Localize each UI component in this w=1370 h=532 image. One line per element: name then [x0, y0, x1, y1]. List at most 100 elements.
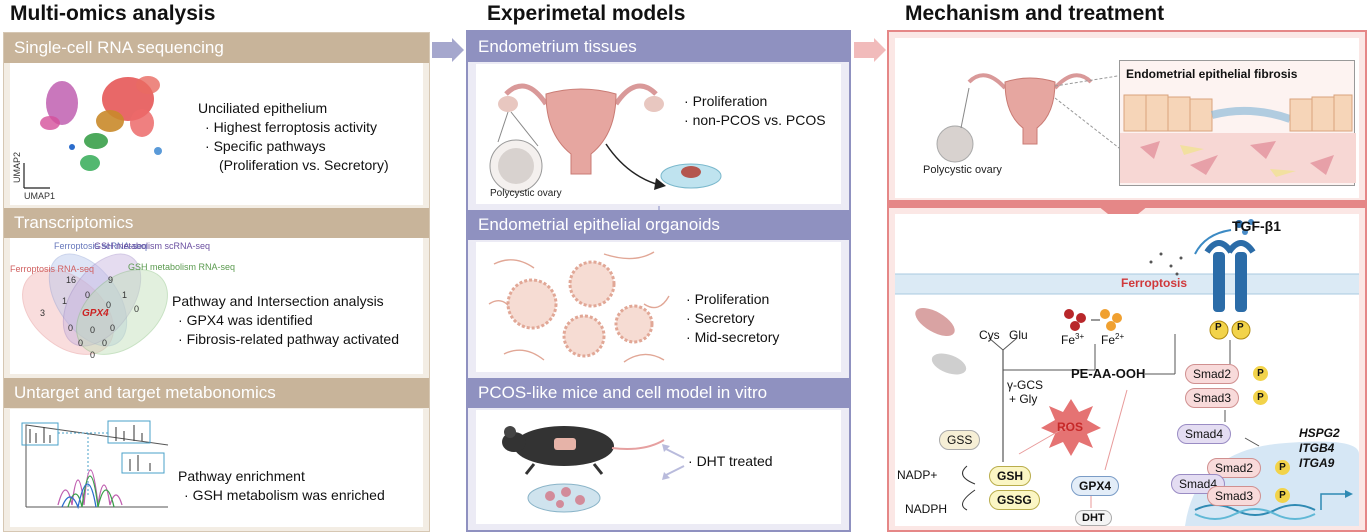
venn-label-gsh-rnaseq: GSH metabolism RNA-seq — [128, 262, 236, 272]
left-column-panel: Single-cell RNA sequencing UMAP2 UMAP1 U… — [3, 32, 430, 532]
glu-label: Glu — [1009, 328, 1028, 342]
nadp-label: NADP+ — [897, 468, 938, 482]
organoids-illustration-icon — [488, 251, 670, 363]
venn-num-11: 0 — [78, 338, 84, 348]
venn-label-ferroptosis-rnaseq: Ferroptosis RNA-seq — [10, 264, 95, 274]
uterus-small-icon — [936, 69, 1156, 177]
venn-num-14: 0 — [90, 325, 96, 335]
fibrosis-card: Polycystic ovary Endometrial epithelial … — [895, 38, 1359, 198]
pe-aa-ooh-label: PE-AA-OOH — [1071, 366, 1146, 381]
fe3-label: Fe3+ — [1061, 332, 1084, 347]
smad2-p-nucleus: P — [1275, 460, 1290, 475]
transcriptomics-bullet-2: Fibrosis-related pathway activated — [178, 330, 399, 349]
transcriptomics-bullet-1: GPX4 was identified — [178, 311, 313, 330]
ms-spectra-plot — [21, 420, 169, 510]
venn-num-4: 1 — [122, 290, 128, 300]
fe3-text: Fe — [1061, 333, 1076, 347]
ferroptosis-label: Ferroptosis — [1121, 276, 1188, 290]
fe2-text: Fe — [1101, 333, 1116, 347]
tgf-beta-label: TGF-β1 — [1232, 218, 1281, 234]
receptor-p2: P — [1237, 322, 1244, 333]
pcos-mice-card: DHT treated — [476, 410, 841, 524]
gamma-gcs-label: γ-GCS — [1007, 378, 1043, 392]
epithelium-cells-icon — [1120, 94, 1356, 183]
arrow-to-middle-icon — [432, 38, 464, 62]
uterus-illustration-icon — [489, 83, 666, 193]
converging-arrows-icon — [662, 444, 685, 480]
petri-dish-icon — [660, 163, 722, 189]
band-pcos-mice: PCOS-like mice and cell model in vitro — [468, 378, 849, 408]
venn-num-8: 0 — [134, 304, 140, 314]
arrow-to-right-icon — [854, 38, 886, 62]
right-divider-band — [889, 200, 1365, 208]
organoids-bullet-2: Secretory — [686, 309, 755, 328]
endometrium-bullet-2: non-PCOS vs. PCOS — [684, 111, 826, 130]
umap-clusters — [40, 76, 162, 171]
venn-num-6: 1 — [62, 296, 68, 306]
column-title-experimental-models: Experimetal models — [487, 2, 686, 25]
venn-center-gpx4: GPX4 — [82, 308, 109, 319]
dht-pill: DHT — [1075, 510, 1112, 526]
venn-num-5: 3 — [40, 308, 46, 318]
fe2-label: Fe2+ — [1101, 332, 1124, 347]
venn-num-7: 0 — [106, 300, 112, 310]
gssg-pill: GSSG — [989, 490, 1040, 510]
gss-pill: GSS — [939, 430, 981, 450]
smad3-pill-nucleus: Smad3 — [1207, 486, 1262, 506]
band-transcriptomics: Transcriptomics — [4, 208, 429, 238]
organoids-bullet-1: Proliferation — [686, 290, 770, 309]
scrnaseq-heading: Unciliated epithelium — [198, 100, 328, 116]
fibrosis-box-title: Endometrial epithelial fibrosis — [1126, 67, 1298, 81]
fe3-sup: 3+ — [1075, 332, 1085, 341]
right-column-panel: Polycystic ovary Endometrial epithelial … — [887, 30, 1367, 532]
nadph-label: NADPH — [905, 502, 948, 516]
smad4-pill-top: Smad4 — [1177, 424, 1232, 444]
venn-label-gsh-scrnaseq: GSH metabolism scRNA-seq — [94, 241, 211, 251]
metabonomics-bullet-1: GSH metabolism was enriched — [184, 486, 385, 505]
target-genes-list: HSPG2 ITGB4 ITGA9 — [1299, 426, 1340, 471]
column-title-multiomics: Multi-omics analysis — [10, 2, 216, 25]
ros-label: ROS — [1057, 420, 1084, 434]
organoids-card: Proliferation Secretory Mid-secretory — [476, 242, 841, 372]
venn-num-3: 0 — [85, 290, 91, 300]
fibrosis-box: Endometrial epithelial fibrosis — [1119, 60, 1356, 186]
gly-label: + Gly — [1009, 392, 1038, 406]
mouse-illustration-icon — [502, 426, 665, 513]
endometrium-card: Polycystic ovary Proliferation non-PCOS … — [476, 64, 841, 204]
band-endometrium-tissues: Endometrium tissues — [468, 32, 849, 62]
venn-num-10: 0 — [110, 323, 116, 333]
venn-num-1: 16 — [66, 275, 77, 285]
receptor-p1: P — [1215, 322, 1222, 333]
scrnaseq-bullet-3: (Proliferation vs. Secretory) — [219, 157, 389, 173]
pcos-mice-bullet-1: DHT treated — [688, 452, 773, 471]
smad3-p-top: P — [1253, 390, 1268, 405]
cys-label: Cys — [979, 328, 1000, 342]
middle-column-panel: Endometrium tissues Polycystic ovary Pro… — [466, 30, 851, 532]
smad2-p-top: P — [1253, 366, 1268, 381]
transcriptomics-card: Ferroptosis scRNA-seq GSH metabolism scR… — [10, 238, 423, 374]
smad3-pill-top: Smad3 — [1185, 388, 1240, 408]
smad2-pill-nucleus: Smad2 — [1207, 458, 1262, 478]
venn-num-13: 0 — [90, 350, 96, 360]
smad2-pill-top: Smad2 — [1185, 364, 1240, 384]
organoids-bullet-3: Mid-secretory — [686, 328, 780, 347]
band-metabonomics: Untarget and target metabonomics — [4, 378, 429, 408]
scrnaseq-bullet-2: Specific pathways — [205, 137, 326, 156]
smad3-p-nucleus: P — [1275, 488, 1290, 503]
umap2-label: UMAP2 — [12, 151, 22, 183]
venn-num-12: 0 — [102, 338, 108, 348]
venn-num-9: 0 — [68, 323, 74, 333]
transcriptomics-heading: Pathway and Intersection analysis — [172, 293, 384, 309]
band-scrnaseq: Single-cell RNA sequencing — [4, 33, 429, 63]
scrnaseq-card: UMAP2 UMAP1 Unciliated epithelium Highes… — [10, 63, 423, 205]
gene-itgb4: ITGB4 — [1299, 441, 1335, 455]
fibrosis-polycystic-caption: Polycystic ovary — [923, 164, 1002, 176]
venn-label-ferroptosis-scrnaseq: Ferroptosis scRNA-seq — [54, 241, 148, 251]
column-title-mechanism: Mechanism and treatment — [905, 2, 1165, 25]
polycystic-ovary-caption: Polycystic ovary — [490, 188, 562, 199]
band-organoids: Endometrial epithelial organoids — [468, 210, 849, 240]
gpx4-pill: GPX4 — [1071, 476, 1120, 496]
gene-itga9: ITGA9 — [1299, 456, 1335, 470]
umap1-label: UMAP1 — [24, 191, 56, 201]
pathway-card: TGF-β1 Ferroptosis P P Cys Glu γ-GCS + G… — [895, 214, 1359, 526]
